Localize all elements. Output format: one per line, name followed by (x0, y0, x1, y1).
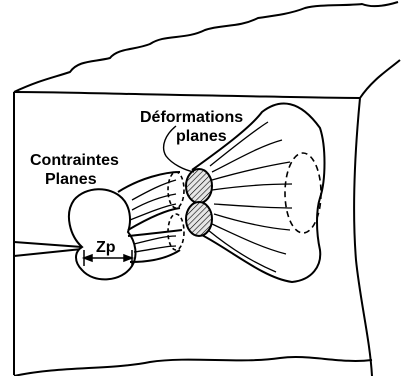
bottom-torn-edge (14, 357, 372, 376)
label-plane-stress-line1: Contraintes (30, 152, 119, 169)
plane-stress-zone (69, 189, 136, 279)
plane-strain-cross-sections (186, 169, 212, 236)
label-plane-strain-line2: planes (176, 128, 227, 145)
label-plane-stress-line2: Planes (45, 171, 97, 188)
top-torn-edge (14, 2, 398, 92)
side-top-edge (360, 60, 400, 98)
label-plastic-zone: Zp (96, 239, 116, 256)
label-plane-strain-line1: Déformations (140, 109, 243, 126)
back-edge (14, 92, 360, 98)
side-face-edge (354, 98, 372, 376)
crack-notch (14, 242, 82, 256)
